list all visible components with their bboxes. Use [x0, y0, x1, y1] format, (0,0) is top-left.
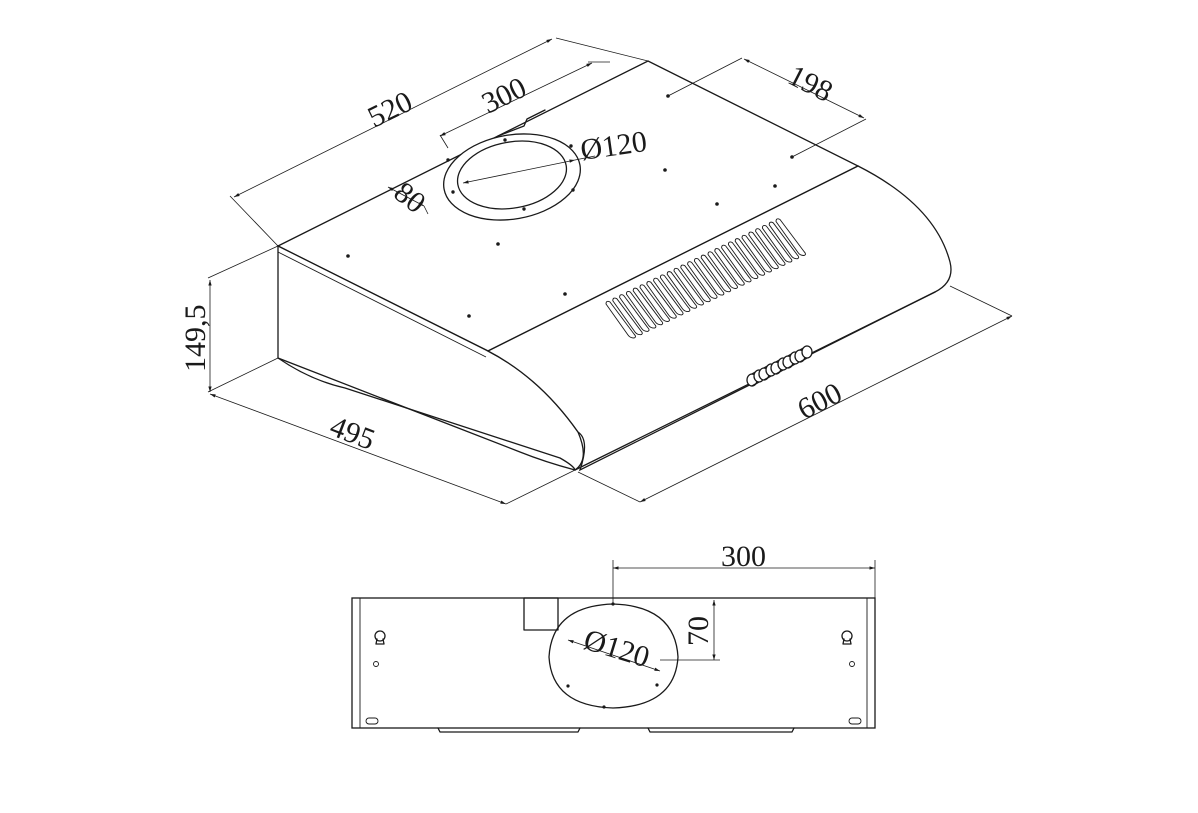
rear-dimension-outlet-offset-label: 300 — [721, 540, 766, 573]
vent-slot — [755, 228, 786, 266]
dimension-front-depth-label: 495 — [325, 410, 379, 457]
dimension-outlet-diameter: Ø120 — [462, 125, 649, 184]
vent-slot — [761, 224, 793, 263]
rear-top-tab — [523, 597, 559, 631]
vent-slot — [707, 251, 738, 289]
rear-dimension-outlet-top: 70 — [660, 600, 720, 661]
vent-slot — [653, 277, 684, 316]
rear-dimension-outlet-offset: 300 — [612, 540, 876, 604]
vent-slot — [673, 267, 704, 306]
vent-slot — [727, 241, 759, 280]
hood-isometric-view: 520 300 198 Ø120 80 — [179, 37, 1013, 505]
hood-bottom-edge — [277, 357, 576, 471]
vent-slot — [734, 238, 766, 276]
top-panel-holes — [346, 94, 794, 318]
vent-slot — [700, 254, 732, 293]
dimension-width-label: 600 — [792, 376, 847, 426]
vent-slot — [748, 231, 779, 270]
vent-slot — [741, 234, 772, 273]
vent-slot — [666, 271, 698, 309]
vent-slot — [714, 248, 745, 286]
vent-slot — [721, 244, 752, 283]
vent-slot — [680, 264, 711, 303]
vent-slot — [775, 218, 806, 256]
rear-dimension-outlet-top-label: 70 — [682, 616, 715, 646]
dimension-outlet-offset-label: 300 — [477, 71, 532, 120]
hood-rear-view: 300 Ø120 70 — [351, 540, 876, 733]
dimension-depth-label: 520 — [363, 85, 418, 134]
keyhole-right — [841, 630, 862, 725]
vent-slot — [693, 257, 725, 296]
vent-slot — [605, 300, 636, 339]
dimension-height-label: 149,5 — [179, 305, 212, 373]
vent-slot — [768, 221, 800, 260]
vent-slot — [687, 261, 718, 299]
dimension-height: 149,5 — [179, 245, 279, 393]
keyhole-left — [365, 630, 386, 725]
vent-slot — [659, 274, 691, 313]
